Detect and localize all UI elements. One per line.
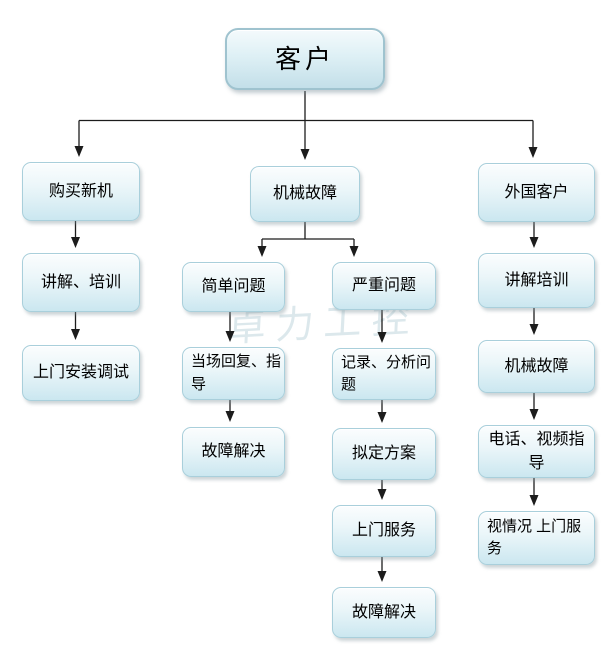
node-explain-training-2-label: 讲解培训 — [504, 271, 569, 289]
node-foreign-customer: 外国客户 — [478, 163, 595, 222]
node-phone-video-guidance-label: 电话、视频指导 — [488, 430, 585, 472]
node-mechanical-fault-2-label: 机械故障 — [504, 357, 569, 375]
node-fault-solved-1: 故障解决 — [182, 427, 285, 477]
node-onsite-service-label: 上门服务 — [351, 522, 416, 539]
node-serious-problem-label: 严重问题 — [351, 277, 416, 294]
node-fault-solved-1-label: 故障解决 — [201, 443, 266, 460]
node-foreign-customer-label: 外国客户 — [504, 183, 569, 201]
node-buy-new-machine: 购买新机 — [22, 162, 140, 221]
node-mechanical-fault-1-label: 机械故障 — [272, 185, 337, 202]
node-buy-new-machine-label: 购买新机 — [48, 182, 113, 200]
node-explain-training-2: 讲解培训 — [478, 253, 595, 308]
node-record-analyze-problem-label: 记录、分析问题 — [341, 353, 432, 394]
node-serious-problem: 严重问题 — [332, 262, 436, 310]
node-mechanical-fault-1: 机械故障 — [250, 166, 360, 222]
node-explain-training-1: 讲解、培训 — [22, 253, 140, 312]
node-fault-solved-2: 故障解决 — [332, 587, 436, 638]
node-onsite-service: 上门服务 — [332, 505, 436, 557]
node-customer-label: 客户 — [274, 43, 335, 74]
node-onspot-reply-guidance: 当场回复、指导 — [182, 347, 285, 400]
node-onsite-install-debug: 上门安装调试 — [22, 345, 140, 401]
node-simple-problem-label: 简单问题 — [201, 278, 266, 295]
node-mechanical-fault-2: 机械故障 — [478, 340, 595, 393]
node-onsite-install-debug-label: 上门安装调试 — [32, 364, 129, 381]
node-phone-video-guidance: 电话、视频指导 — [478, 425, 595, 478]
node-customer: 客户 — [225, 28, 385, 90]
node-draft-plan-label: 拟定方案 — [351, 445, 416, 462]
node-draft-plan: 拟定方案 — [332, 428, 436, 480]
node-simple-problem: 简单问题 — [182, 262, 285, 312]
node-onsite-depends-service-label: 视情况 上门服务 — [487, 517, 582, 558]
node-fault-solved-2-label: 故障解决 — [351, 603, 416, 621]
node-onspot-reply-guidance-label: 当场回复、指导 — [191, 353, 282, 393]
node-record-analyze-problem: 记录、分析问题 — [332, 348, 436, 400]
node-onsite-depends-service: 视情况 上门服务 — [478, 511, 595, 565]
node-explain-training-1-label: 讲解、培训 — [40, 273, 121, 291]
